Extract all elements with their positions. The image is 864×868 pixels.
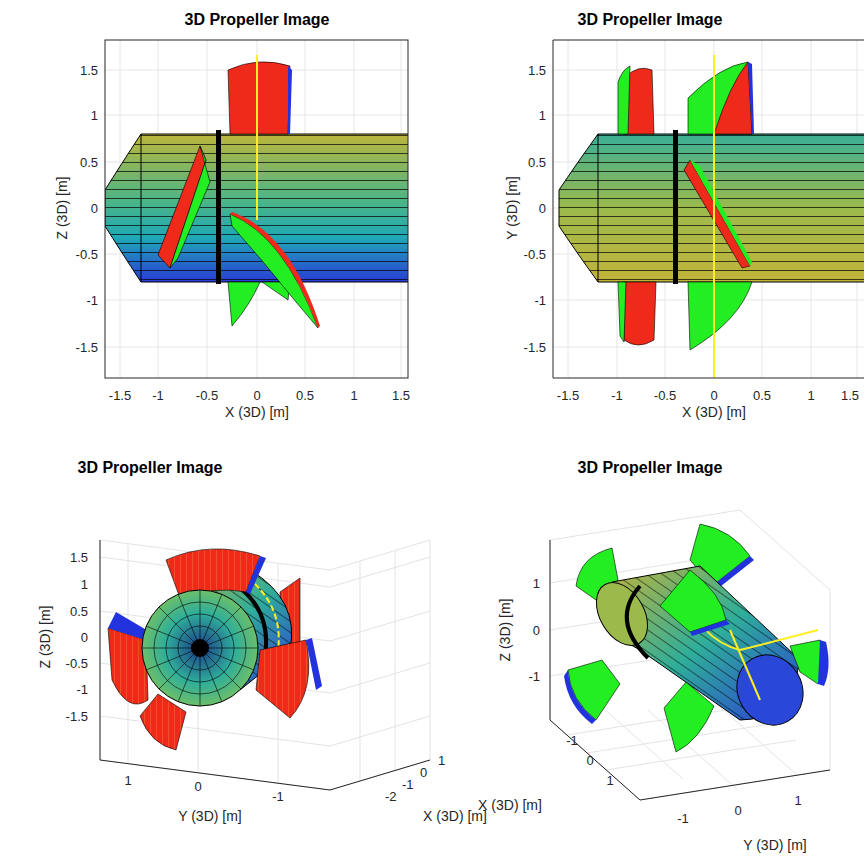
tick-label: 0: [533, 624, 540, 637]
tick-label: 1: [533, 577, 540, 590]
tick-label: -1.5: [524, 341, 546, 354]
axis-label: Y (3D) [m]: [743, 838, 807, 852]
tick-label: 0: [734, 804, 741, 817]
tick-label: 1: [350, 389, 357, 402]
tick-label: 1.5: [70, 551, 88, 564]
tick-label: 1: [81, 578, 88, 591]
tick-label: 1: [124, 774, 131, 787]
tick-label: -2: [385, 790, 397, 803]
tick-label: 0: [539, 202, 546, 215]
axis-label: Z (3D) [m]: [55, 177, 69, 240]
axis-label: X (3D) [m]: [423, 809, 487, 823]
tick-label: 1.5: [841, 389, 859, 402]
tick-label: 0.5: [753, 389, 771, 402]
tick-label: -0.5: [76, 248, 98, 261]
tick-label: 0: [586, 754, 593, 767]
tick-label: -1: [152, 389, 164, 402]
tick-label: 0: [710, 389, 717, 402]
tick-label: -1: [272, 790, 284, 803]
tick-label: 0.5: [528, 156, 546, 169]
tick-label: -0.5: [66, 657, 88, 670]
tick-label: -1: [86, 294, 98, 307]
axis-label: Y (3D) [m]: [505, 176, 519, 240]
tick-label: -1.5: [76, 341, 98, 354]
axis-label: Z (3D) [m]: [498, 599, 512, 662]
axis-label: X (3D) [m]: [225, 405, 289, 419]
tick-label: 0: [91, 202, 98, 215]
plot-title: 3D Propeller Image: [78, 460, 223, 476]
plot-title: 3D Propeller Image: [185, 12, 330, 28]
tick-label: 1: [91, 109, 98, 122]
tick-label: -1: [611, 389, 623, 402]
tick-label: 1: [539, 109, 546, 122]
plot-title: 3D Propeller Image: [578, 460, 723, 476]
tick-label: 1: [606, 774, 613, 787]
tick-label: -1.5: [557, 389, 579, 402]
tick-label: 0: [253, 389, 260, 402]
tick-label: -1.5: [109, 389, 131, 402]
tick-label: 0.5: [70, 605, 88, 618]
axis-label: X (3D) [m]: [682, 405, 746, 419]
tick-label: -1.5: [66, 710, 88, 723]
axis-label: X (3D) [m]: [478, 798, 542, 812]
tick-label: 0.5: [80, 156, 98, 169]
plot-title: 3D Propeller Image: [578, 12, 723, 28]
tick-label: -1: [528, 670, 540, 683]
tick-label: -1: [76, 683, 88, 696]
axis-label: Y (3D) [m]: [178, 809, 242, 823]
tick-label: -0.5: [654, 389, 676, 402]
tick-label: -0.5: [524, 248, 546, 261]
tick-label: 1.5: [392, 389, 410, 402]
tick-label: -0.5: [196, 389, 218, 402]
tick-label: -1: [402, 778, 414, 791]
tick-label: 1: [794, 794, 801, 807]
axis-label: Z (3D) [m]: [38, 606, 52, 669]
tick-label: 1.5: [528, 64, 546, 77]
tick-label: 0: [81, 631, 88, 644]
tick-label: 0.5: [296, 389, 314, 402]
tick-label: -1: [566, 734, 578, 747]
tick-label: -1: [534, 294, 546, 307]
tick-label: 0: [194, 780, 201, 793]
tick-label: 1: [807, 389, 814, 402]
tick-label: 1: [438, 754, 445, 767]
tick-label: -1: [677, 812, 689, 825]
tick-label: 1.5: [80, 64, 98, 77]
tick-label: 0: [420, 766, 427, 779]
